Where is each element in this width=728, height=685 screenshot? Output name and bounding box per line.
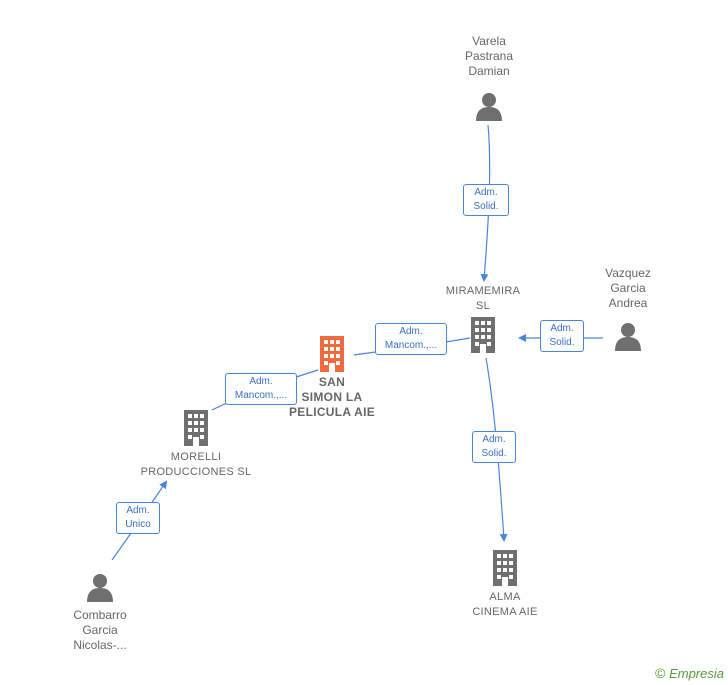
company-label: ALMA CINEMA AIE bbox=[472, 591, 538, 618]
edge-label-line2: Mancom.,... bbox=[234, 390, 288, 401]
edge-label-line2: Solid. bbox=[473, 201, 499, 212]
company-label: MIRAMEMIRA SL bbox=[445, 285, 521, 312]
person-label: Vazquez Garcia Andrea bbox=[605, 266, 651, 310]
edge-label-sansimon-morelli[interactable]: Adm. Mancom.,... bbox=[225, 373, 297, 405]
company-node-miramemira[interactable]: MIRAMEMIRA SL bbox=[428, 284, 538, 353]
edge-label-line2: Solid. bbox=[481, 448, 507, 459]
company-node-san-simon[interactable]: SAN SIMON LA PELICULA AIE bbox=[276, 336, 388, 420]
building-icon bbox=[184, 410, 208, 446]
edge-label-line1: Adm. bbox=[249, 376, 273, 387]
person-icon bbox=[476, 93, 502, 121]
person-label: Varela Pastrana Damian bbox=[464, 34, 514, 78]
edge-label-line1: Adm. bbox=[550, 323, 574, 334]
person-node-combarro[interactable]: Combarro Garcia Nicolas-... bbox=[52, 572, 148, 653]
edge-label-line1: Adm. bbox=[126, 505, 150, 516]
company-label: MORELLI PRODUCCIONES SL bbox=[140, 451, 252, 478]
brand-logo: Empresia bbox=[669, 666, 724, 681]
edge-label-varela-miramemira[interactable]: Adm. Solid. bbox=[463, 184, 509, 216]
company-node-morelli[interactable]: MORELLI PRODUCCIONES SL bbox=[130, 410, 262, 480]
building-icon bbox=[471, 317, 495, 353]
building-icon bbox=[493, 550, 517, 586]
edge-label-line2: Unico bbox=[125, 519, 151, 530]
edge-label-vazquez-miramemira[interactable]: Adm. Solid. bbox=[540, 320, 584, 352]
company-label: SAN SIMON LA PELICULA AIE bbox=[288, 375, 376, 419]
edge-label-line1: Adm. bbox=[399, 326, 423, 337]
person-label: Combarro Garcia Nicolas-... bbox=[73, 608, 127, 652]
edge-label-miramemira-alma[interactable]: Adm. Solid. bbox=[472, 431, 516, 463]
person-node-vazquez[interactable]: Vazquez Garcia Andrea bbox=[582, 266, 674, 351]
edge-label-line1: Adm. bbox=[474, 187, 498, 198]
edge-label-combarro-morelli[interactable]: Adm. Unico bbox=[116, 502, 160, 534]
edge-label-line1: Adm. bbox=[482, 434, 506, 445]
edge-label-line2: Solid. bbox=[549, 337, 575, 348]
brand-watermark: © Empresia bbox=[655, 665, 724, 681]
copyright-icon: © bbox=[655, 665, 666, 681]
person-icon bbox=[87, 574, 113, 602]
person-icon bbox=[615, 323, 641, 351]
person-node-varela[interactable]: Varela Pastrana Damian bbox=[440, 34, 538, 121]
edge-label-miramemira-sansimon[interactable]: Adm. Mancom.,... bbox=[375, 323, 447, 355]
company-node-alma[interactable]: ALMA CINEMA AIE bbox=[450, 550, 560, 620]
building-icon bbox=[320, 336, 344, 372]
edge-label-line2: Mancom.,... bbox=[384, 340, 438, 351]
